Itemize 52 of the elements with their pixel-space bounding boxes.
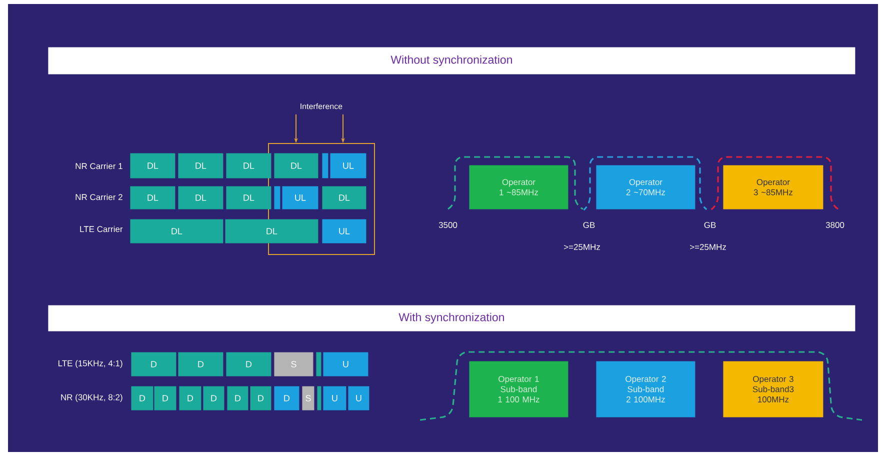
operator-box: Operator 1 ~85MHz bbox=[469, 165, 568, 210]
text-label: NR Carrier 1 bbox=[76, 162, 122, 170]
guard-bar bbox=[274, 186, 280, 210]
slot-box: DL bbox=[226, 153, 272, 178]
slot-box: D bbox=[131, 386, 154, 410]
slot-box: UL bbox=[322, 219, 366, 244]
operator-box: Operator 1 Sub-band 1 100 MHz bbox=[469, 361, 568, 418]
slot-box: U bbox=[323, 352, 368, 376]
slot-box: DL bbox=[274, 153, 318, 178]
operator-box: Operator 3 Sub-band3 100MHz bbox=[723, 361, 824, 418]
operator-box: Operator 3 ~85MHz bbox=[723, 165, 824, 210]
text-label: GB bbox=[704, 222, 716, 228]
text-label: >=25MHz bbox=[564, 244, 600, 250]
slot-box: D bbox=[250, 386, 272, 410]
slot-box: S bbox=[274, 352, 314, 376]
slot-box: DL bbox=[178, 153, 224, 178]
slot-box: U bbox=[348, 386, 370, 410]
slot-box: DL bbox=[226, 186, 272, 210]
title-band: With synchronization bbox=[48, 305, 856, 332]
slot-box: U bbox=[323, 386, 346, 410]
text-label: 3800 bbox=[826, 222, 844, 228]
guard-bar bbox=[316, 352, 322, 376]
operator-box: Operator 2 ~70MHz bbox=[596, 165, 696, 210]
slot-box: D bbox=[178, 352, 224, 376]
slot-box: D bbox=[274, 386, 300, 410]
text-label: LTE (15KHz, 4:1) bbox=[58, 360, 122, 368]
slot-box: D bbox=[154, 386, 176, 410]
slot-box: DL bbox=[178, 186, 224, 210]
slot-box: DL bbox=[225, 219, 318, 244]
guard-bar bbox=[322, 153, 328, 178]
slot-box: DL bbox=[130, 153, 176, 178]
callout-text: Interference bbox=[300, 103, 342, 110]
slot-box: DL bbox=[130, 186, 176, 210]
slot-box: D bbox=[203, 386, 224, 410]
text-label: NR Carrier 2 bbox=[76, 194, 122, 200]
slot-box: D bbox=[131, 352, 176, 376]
slot-box: DL bbox=[130, 219, 224, 244]
text-label: GB bbox=[583, 222, 595, 228]
slot-box: DL bbox=[322, 186, 366, 210]
operator-box: Operator 2 Sub-band 2 100MHz bbox=[596, 361, 696, 418]
slot-box: D bbox=[227, 386, 248, 410]
node-label: D bbox=[140, 395, 146, 402]
text-label: LTE Carrier bbox=[80, 226, 123, 232]
slot-box: S bbox=[302, 386, 314, 410]
title-band: Without synchronization bbox=[48, 47, 856, 74]
slot-box: D bbox=[226, 352, 272, 376]
slot-box: D bbox=[179, 386, 202, 410]
text-label: >=25MHz bbox=[690, 244, 726, 250]
text-label: 3500 bbox=[438, 222, 458, 228]
text-label: NR (30KHz, 8:2) bbox=[61, 394, 122, 402]
node-label: D bbox=[162, 395, 168, 402]
guard-bar bbox=[317, 386, 322, 410]
